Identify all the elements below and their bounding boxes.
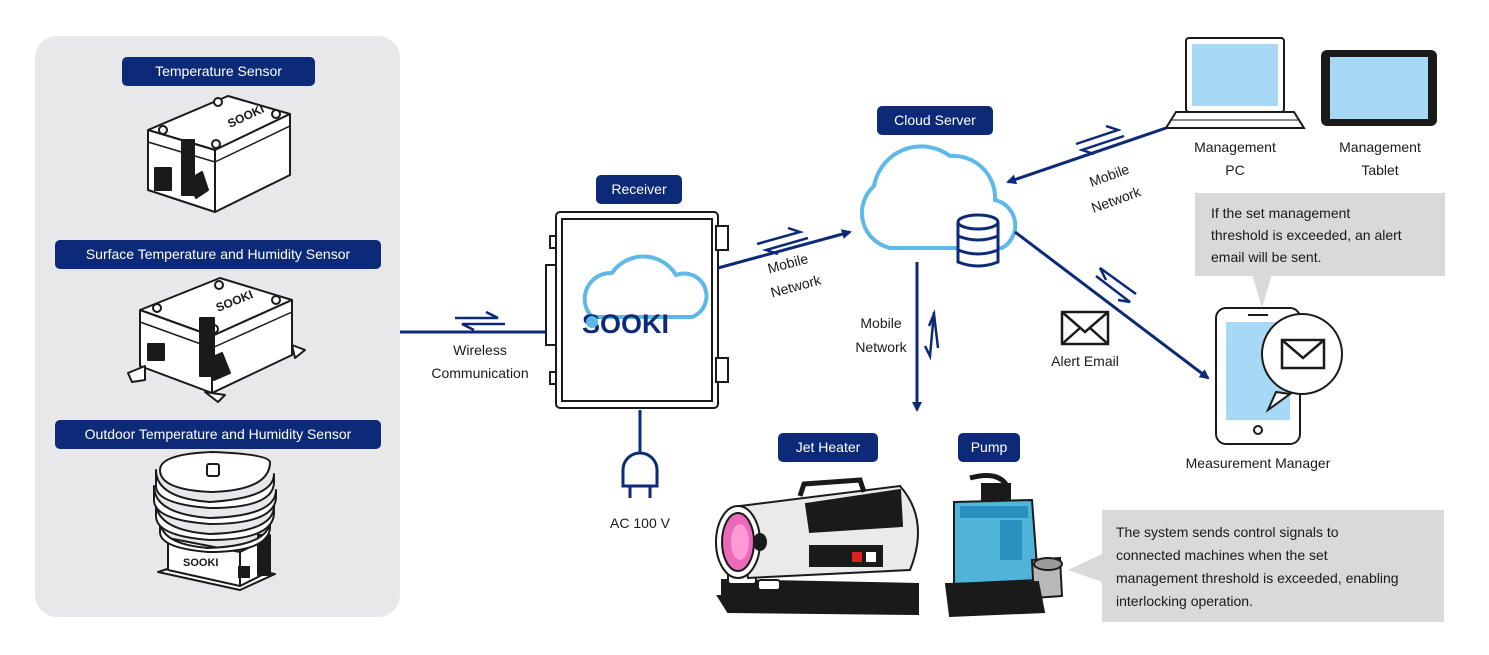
surface-sensor-icon: SOOKI	[127, 277, 306, 403]
alert-callout: If the set management threshold is excee…	[1195, 193, 1445, 276]
receiver-label: Receiver	[596, 175, 682, 204]
control-callout: The system sends control signals to conn…	[1102, 510, 1444, 622]
pc-label-line2: PC	[1225, 162, 1245, 178]
wireless-label-line2: Communication	[431, 365, 529, 381]
surface-sensor-label: Surface Temperature and Humidity Sensor	[55, 240, 381, 269]
control-callout-line4: interlocking operation.	[1116, 593, 1253, 609]
outdoor-sensor-icon: SOOKI	[153, 451, 277, 591]
down-mobile-label-line1: Mobile	[860, 315, 902, 331]
tablet-label-line2: Tablet	[1361, 162, 1399, 178]
jet-heater-icon	[715, 477, 919, 616]
jet-heater-label: Jet Heater	[778, 433, 878, 462]
laptop-icon	[1164, 37, 1306, 129]
cloud-server-label: Cloud Server	[877, 106, 993, 135]
tablet-icon	[1321, 50, 1437, 126]
svg-text:SOOKI: SOOKI	[183, 557, 218, 569]
alert-callout-line3: email will be sent.	[1211, 249, 1322, 265]
measurement-manager-label: Measurement Manager	[1185, 455, 1331, 471]
power-label: AC 100 V	[610, 515, 670, 531]
temperature-sensor-label: Temperature Sensor	[122, 57, 315, 86]
pc-label-line1: Management	[1194, 139, 1276, 155]
pump-icon	[944, 473, 1064, 618]
temperature-sensor-icon: SOOKI	[147, 95, 291, 213]
receiver-icon: SOOKI	[545, 211, 729, 409]
outdoor-sensor-label: Outdoor Temperature and Humidity Sensor	[55, 420, 381, 449]
wireless-label-line1: Wireless	[453, 342, 507, 358]
pump-label: Pump	[958, 433, 1020, 462]
tablet-label-line1: Management	[1339, 139, 1421, 155]
cloud-server-icon	[859, 144, 1018, 268]
alert-email-icon	[1060, 310, 1110, 346]
alert-callout-line2: threshold is exceeded, an alert	[1211, 227, 1402, 243]
control-callout-line2: connected machines when the set	[1116, 547, 1328, 563]
control-callout-line1: The system sends control signals to	[1116, 524, 1339, 540]
alert-callout-line1: If the set management	[1211, 205, 1351, 221]
smartphone-icon	[1215, 307, 1343, 445]
down-mobile-label-line2: Network	[855, 339, 907, 355]
control-callout-line3: management threshold is exceeded, enabli…	[1116, 570, 1399, 586]
alert-email-label: Alert Email	[1051, 353, 1119, 369]
